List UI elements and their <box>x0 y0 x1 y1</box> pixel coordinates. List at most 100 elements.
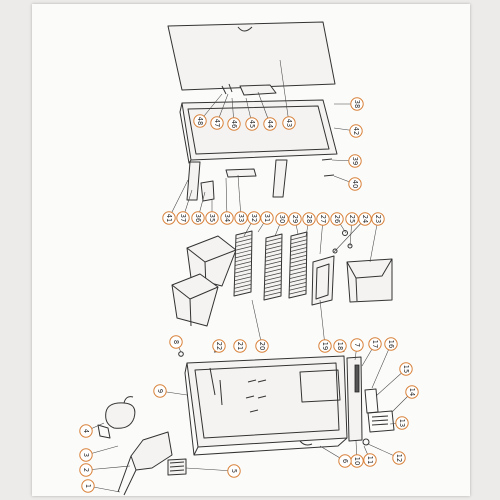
callout-7: 7 <box>350 338 364 352</box>
callout-25: 25 <box>345 212 359 226</box>
leader-line-19 <box>319 299 326 347</box>
callout-5: 5 <box>227 464 241 478</box>
callout-42: 42 <box>349 124 363 138</box>
callout-label: 38 <box>353 100 361 108</box>
part-drawings <box>97 21 395 496</box>
callout-label: 12 <box>395 454 403 462</box>
callout-circle <box>227 464 241 478</box>
callout-circle <box>282 116 296 130</box>
callout-circle <box>316 212 330 226</box>
callout-6: 6 <box>338 454 352 468</box>
callout-23: 23 <box>371 212 385 226</box>
callout-43: 43 <box>282 116 296 130</box>
leader-line-2 <box>85 465 131 471</box>
callout-circle <box>348 154 362 168</box>
gray-block-upper <box>186 235 237 287</box>
callout-label: 47 <box>213 119 221 127</box>
callout-circle <box>79 463 93 477</box>
callout-label: 32 <box>250 214 258 222</box>
callout-circle <box>350 97 364 111</box>
callout-label: 23 <box>374 215 382 223</box>
callout-48: 48 <box>193 114 207 128</box>
leader-line-41 <box>168 179 189 219</box>
callout-label: 20 <box>258 342 266 350</box>
callout-4: 4 <box>79 424 93 438</box>
callout-circle <box>368 337 382 351</box>
leader-line-33 <box>237 174 242 219</box>
handle <box>239 84 277 96</box>
callout-46: 46 <box>227 117 241 131</box>
callout-circle <box>79 424 93 438</box>
callout-circle <box>399 362 413 376</box>
callout-circle <box>348 177 362 191</box>
callout-label: 22 <box>215 342 223 350</box>
callout-circle <box>395 416 409 430</box>
callout-39: 39 <box>348 154 362 168</box>
callout-label: 44 <box>266 120 274 128</box>
callout-33: 33 <box>234 211 248 225</box>
callout-circle <box>363 453 377 467</box>
callout-circle <box>330 212 344 226</box>
callout-circle <box>220 211 234 225</box>
callout-circle <box>345 212 359 226</box>
callout-label: 30 <box>278 215 286 223</box>
callout-45: 45 <box>245 117 259 131</box>
callout-27: 27 <box>316 212 330 226</box>
callout-circle <box>288 212 302 226</box>
callout-label: 11 <box>366 456 374 464</box>
callout-label: 42 <box>352 127 360 135</box>
callout-label: 27 <box>319 215 327 223</box>
callout-12: 12 <box>392 451 406 465</box>
callout-circle <box>234 211 248 225</box>
leader-line-43 <box>279 59 290 124</box>
callout-label: 7 <box>353 343 361 347</box>
callout-8: 8 <box>169 335 183 349</box>
callout-31: 31 <box>260 211 274 225</box>
callout-circle <box>191 211 205 225</box>
compressor <box>105 402 136 429</box>
callout-40: 40 <box>348 177 362 191</box>
callout-label: 14 <box>408 388 416 396</box>
callout-1: 1 <box>81 479 95 493</box>
callout-label: 34 <box>223 214 231 222</box>
leader-line-20 <box>251 299 263 347</box>
callout-label: 10 <box>353 457 361 465</box>
callout-3: 3 <box>79 448 93 462</box>
callout-label: 9 <box>156 389 164 393</box>
callout-20: 20 <box>255 339 269 353</box>
callout-circle <box>210 116 224 130</box>
callout-14: 14 <box>405 385 419 399</box>
callout-circle <box>392 451 406 465</box>
callout-label: 21 <box>236 342 244 350</box>
callout-label: 19 <box>321 342 329 350</box>
callout-label: 5 <box>230 469 238 473</box>
callout-label: 31 <box>263 214 271 222</box>
callout-circle <box>247 211 261 225</box>
callout-41: 41 <box>162 211 176 225</box>
riser-left <box>186 161 201 201</box>
callout-label: 45 <box>248 120 256 128</box>
callout-34: 34 <box>220 211 234 225</box>
callout-circle <box>255 339 269 353</box>
tray-part <box>311 255 335 306</box>
callout-circle <box>318 339 332 353</box>
callout-circle <box>245 117 259 131</box>
leader-line-15 <box>375 368 407 397</box>
callout-label: 6 <box>341 459 349 463</box>
callout-22: 22 <box>212 339 226 353</box>
callout-circle <box>260 211 274 225</box>
callout-label: 15 <box>402 365 410 373</box>
callout-label: 24 <box>361 215 369 223</box>
callout-label: 41 <box>165 214 173 222</box>
callout-label: 36 <box>194 214 202 222</box>
callout-21: 21 <box>233 339 247 353</box>
callout-47: 47 <box>210 116 224 130</box>
callout-circle <box>79 448 93 462</box>
callout-35: 35 <box>205 211 219 225</box>
callout-circle <box>350 338 364 352</box>
callout-circle <box>338 454 352 468</box>
callout-label: 39 <box>351 157 359 165</box>
callout-label: 4 <box>82 429 90 433</box>
callout-17: 17 <box>368 337 382 351</box>
